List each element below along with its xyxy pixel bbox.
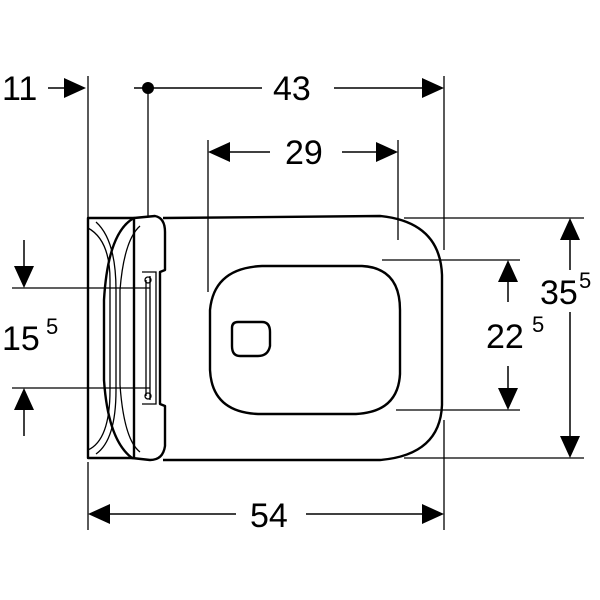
dim-225-label: 22 — [486, 318, 524, 356]
dim-29-label: 29 — [285, 134, 323, 172]
dimension-35-5: 35 5 — [540, 218, 591, 458]
dim-29-arrow-right — [376, 142, 398, 162]
dim-11-label: 11 — [2, 70, 37, 108]
dim-54-arrow-left — [88, 504, 110, 524]
dimension-54: 54 — [88, 497, 444, 535]
hinge-bracket — [142, 271, 157, 405]
dim-43-arrow — [422, 78, 444, 98]
dim-355-arrow-bottom — [560, 436, 580, 458]
dim-355-arrow-top — [560, 218, 580, 240]
dim-225-superscript: 5 — [532, 312, 544, 337]
wall-plate-edge-inner — [95, 221, 117, 455]
dimension-15-5: 15 5 — [2, 240, 58, 436]
dimension-22-5: 22 5 — [486, 260, 544, 410]
bowl-opening — [208, 264, 402, 416]
dim-54-arrow-right — [422, 504, 444, 524]
seat-hinge-back — [102, 214, 167, 462]
dim-155-superscript: 5 — [46, 314, 58, 339]
dimension-11: 11 — [2, 70, 86, 108]
dim-355-superscript: 5 — [579, 268, 591, 293]
dim-225-arrow-top — [498, 260, 518, 282]
dim-225-arrow-bottom — [498, 388, 518, 410]
dim-43-label: 43 — [273, 70, 311, 108]
toilet-outline — [86, 214, 444, 462]
dim-29-arrow-left — [208, 142, 230, 162]
dim-355-label: 35 — [540, 274, 578, 312]
dim-155-label: 15 — [2, 320, 40, 358]
flush-outlet — [230, 320, 272, 358]
hinge-bolt-top — [144, 276, 152, 284]
dim-155-arrow-top — [14, 266, 34, 288]
dim-155-arrow-bottom — [14, 388, 34, 410]
hinge-bolt-bottom — [144, 392, 152, 400]
dimension-43: 43 — [134, 70, 444, 108]
bowl-outline — [162, 214, 444, 462]
dim-54-label: 54 — [250, 497, 288, 535]
seat-hinge-inner — [119, 225, 141, 453]
wall-plate-edge-top — [87, 227, 111, 451]
dim-11-arrow — [64, 78, 86, 98]
extension-lines — [12, 76, 584, 530]
dimension-29: 29 — [208, 134, 398, 172]
